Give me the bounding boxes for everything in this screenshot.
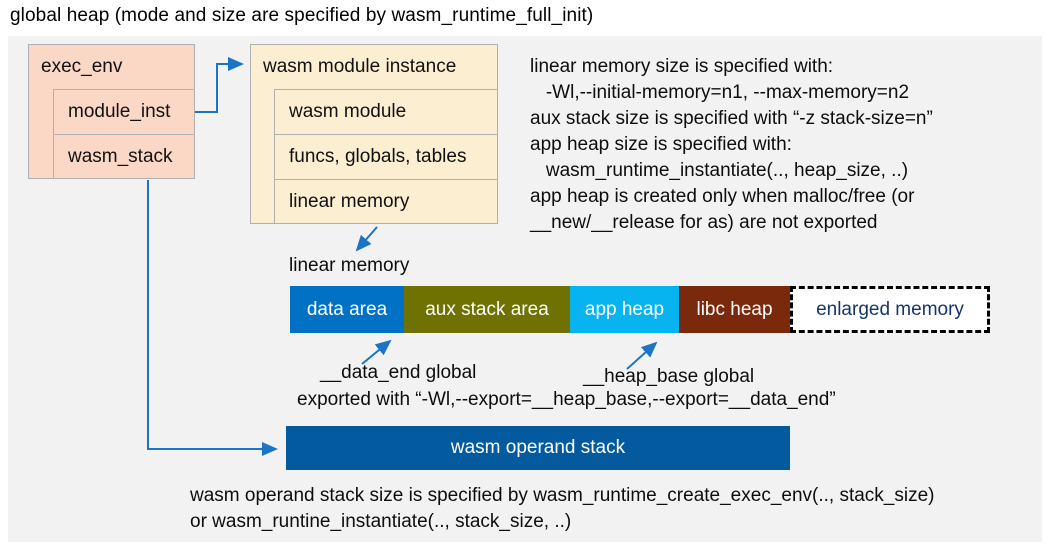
instance-field-wasm-module: wasm module <box>274 89 498 135</box>
data-end-global-label: __data_end global <box>320 362 477 383</box>
note-line: __new/__release for as) are not exported <box>530 212 878 233</box>
exec-env-field-wasm-stack: wasm_stack <box>53 134 195 179</box>
note-line: linear memory size is specified with: <box>530 56 834 77</box>
linear-memory-notes: linear memory size is specified with: -W… <box>530 54 1042 236</box>
connector-wasm-stack-to-operand-stack <box>147 180 278 456</box>
connector-heap-base-arrow <box>626 341 658 370</box>
operand-stack-notes: wasm operand stack size is specified by … <box>190 483 935 535</box>
segment-libc-heap: libc heap <box>679 286 790 333</box>
connector-data-end-arrow <box>361 339 392 365</box>
linear-memory-label: linear memory <box>289 255 410 276</box>
segment-enlarged-memory: enlarged memory <box>790 286 990 333</box>
wasm-operand-stack-bar: wasm operand stack <box>286 426 790 470</box>
note-line: app heap size is specified with: <box>530 134 792 155</box>
wasm-module-instance-header: wasm module instance <box>263 56 457 77</box>
note-line: wasm operand stack size is specified by … <box>190 485 935 506</box>
connector-module-inst-to-instance <box>181 57 244 113</box>
exec-env-header: exec_env <box>41 56 123 77</box>
connector-instance-to-linear-memory-bar <box>355 226 378 252</box>
segment-aux-stack-area: aux stack area <box>404 286 570 333</box>
segment-data-area: data area <box>290 286 404 333</box>
heap-base-global-label: __heap_base global <box>583 366 755 387</box>
segment-app-heap: app heap <box>570 286 679 333</box>
diagram-title: global heap (mode and size are specified… <box>10 5 594 26</box>
instance-field-linear-memory: linear memory <box>274 179 498 224</box>
linear-memory-bar: data area aux stack area app heap libc h… <box>290 286 990 333</box>
note-line: wasm_runtime_instantiate(.., heap_size, … <box>530 160 909 181</box>
exec-env-field-module-inst: module_inst <box>53 89 195 135</box>
exported-with-note: exported with “-Wl,--export=__heap_base,… <box>297 389 836 410</box>
note-line: app heap is created only when malloc/fre… <box>530 186 915 207</box>
note-line: -Wl,--initial-memory=n1, --max-memory=n2 <box>530 82 910 103</box>
note-line: or wasm_runtine_instantiate(.., stack_si… <box>190 511 572 532</box>
note-line: aux stack size is specified with “-z sta… <box>530 108 933 129</box>
instance-field-funcs-globals-tables: funcs, globals, tables <box>274 134 498 180</box>
